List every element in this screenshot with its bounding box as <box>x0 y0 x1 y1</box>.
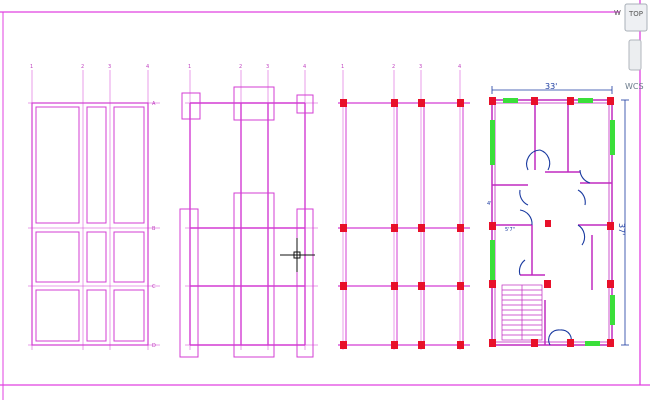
windows <box>490 98 615 346</box>
plan2-grid-label-4: 4 <box>303 64 306 70</box>
plan1-grid-label-2: 2 <box>81 64 84 70</box>
stair-symbol <box>501 284 543 341</box>
door-swings <box>518 149 591 346</box>
plan1-grid-label-c: C <box>152 284 156 290</box>
plan1-grid-label-1: 1 <box>30 64 33 70</box>
dimension-height-label: 37' <box>617 223 626 235</box>
plan3-grid-label-1: 1 <box>341 64 344 70</box>
plan3-grid-label-2: 2 <box>392 64 395 70</box>
plan1-grid-label-b: B <box>152 226 156 232</box>
floor-plan-columns <box>489 97 614 347</box>
plan3-grid-label-4: 4 <box>458 64 461 70</box>
plan2-grid-label-2: 2 <box>239 64 242 70</box>
plan-2-footing-layout <box>179 70 318 358</box>
plan1-grid-label-3: 3 <box>108 64 111 70</box>
plan1-grid-label-a: A <box>152 101 156 107</box>
room-dim-label-2: 5'7" <box>505 227 515 233</box>
viewcube-top-label: TOP <box>628 10 643 18</box>
plan1-grid-label-d: D <box>152 343 156 349</box>
viewcube-top-face[interactable] <box>624 3 648 32</box>
crosshair-cursor <box>280 238 315 272</box>
plan2-grid-label-1: 1 <box>188 64 191 70</box>
plan1-grid-label-4: 4 <box>146 64 149 70</box>
plan-4-floor-plan <box>491 99 613 346</box>
dimension-lines <box>491 86 629 346</box>
nav-bar-icon[interactable] <box>628 39 642 71</box>
plan-1-slab-layout <box>28 70 160 350</box>
plan3-grid-label-3: 3 <box>419 64 422 70</box>
plan-3-column-layout <box>338 70 470 350</box>
viewcube[interactable]: W TOP WCS <box>614 3 648 91</box>
dimension-width-label: 33' <box>545 82 557 91</box>
plan2-grid-label-3: 3 <box>266 64 269 70</box>
plan-3-columns <box>340 99 464 349</box>
wcs-label[interactable]: WCS <box>625 82 644 91</box>
compass-w-label: W <box>614 9 621 17</box>
room-dim-label-1: 4' <box>487 201 492 207</box>
